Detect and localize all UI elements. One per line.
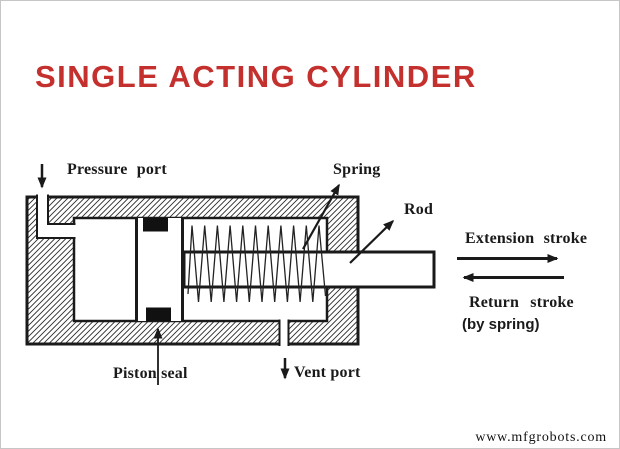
piston [135, 218, 184, 321]
spring-label: Spring [333, 161, 381, 178]
extension-stroke-label: Extension stroke [465, 230, 588, 247]
vent-port-label: Vent port [294, 364, 361, 381]
watermark: www.mfgrobots.com [475, 430, 607, 445]
piston-seal-bottom [146, 307, 171, 321]
pressure-port-label: Pressure port [67, 161, 167, 178]
piston-seal-top [143, 218, 168, 232]
return-stroke-label: Return stroke [469, 294, 574, 311]
vent-port-slot [278, 319, 290, 346]
by-spring-label: (by spring) [462, 316, 540, 333]
rod-label: Rod [404, 201, 434, 218]
pressure-port-channel [36, 194, 76, 239]
spring [187, 225, 327, 303]
page-title: SINGLE ACTING CYLINDER [35, 59, 477, 94]
piston-seal-label: Piston seal [113, 365, 188, 382]
spring-pointer [302, 183, 340, 250]
rod-pointer [349, 219, 395, 264]
